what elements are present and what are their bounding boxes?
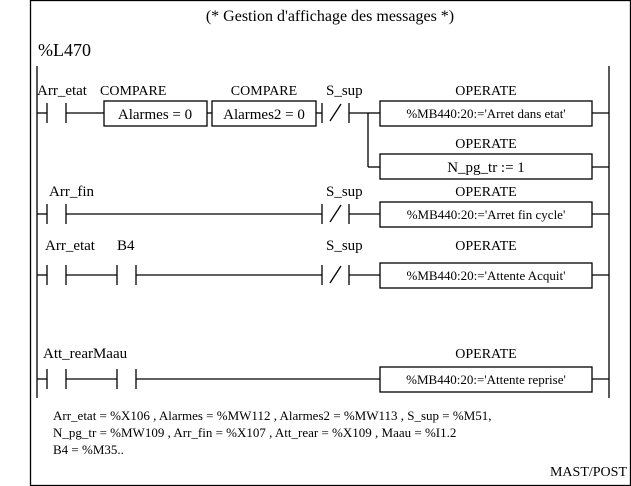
- contact-att-rear-maau-label: Att_rearMaau: [43, 346, 128, 362]
- compare2-title: COMPARE: [231, 84, 297, 99]
- operate3-expression: %MB440:20:='Arret fin cycle': [407, 207, 566, 222]
- operate3-title: OPERATE: [455, 185, 516, 200]
- rung-label: %L470: [38, 40, 91, 60]
- legend-line-3: B4 = %M35..: [53, 442, 124, 457]
- rung-4: [37, 366, 609, 393]
- ncontact-s-sup-label-2: S_sup: [326, 184, 363, 200]
- operate5-expression: %MB440:20:='Attente reprise': [406, 372, 566, 387]
- compare1-expression: Alarmes = 0: [118, 107, 192, 123]
- section-comment: (* Gestion d'affichage des messages *): [206, 8, 454, 25]
- rung-1: [37, 100, 609, 180]
- ncontact-s-sup-label-1: S_sup: [326, 83, 363, 99]
- operate5-title: OPERATE: [455, 347, 516, 362]
- legend-line-2: N_pg_tr = %MW109 , Arr_fin = %X107 , Att…: [53, 425, 456, 440]
- contact-arr-fin-label: Arr_fin: [49, 184, 94, 200]
- operate1-title: OPERATE: [455, 84, 516, 99]
- operate4-title: OPERATE: [455, 239, 516, 254]
- contact-arr-etat-label-2: Arr_etat: [45, 238, 96, 254]
- contact-b4-label: B4: [117, 238, 135, 254]
- operate4-expression: %MB440:20:='Attente Acquit': [407, 268, 566, 283]
- ncontact-s-sup-label-3: S_sup: [326, 238, 363, 254]
- rung-3: [37, 262, 609, 289]
- compare2-expression: Alarmes2 = 0: [223, 107, 305, 123]
- compare1-title: COMPARE: [100, 84, 166, 99]
- operate2-expression: N_pg_tr := 1: [447, 160, 525, 176]
- contact-arr-etat-label: Arr_etat: [37, 83, 88, 99]
- rung-2: [37, 201, 609, 228]
- legend-line-1: Arr_etat = %X106 , Alarmes = %MW112 , Al…: [53, 408, 492, 423]
- section-name: MAST/POST: [550, 465, 627, 480]
- operate1-expression: %MB440:20:='Arret dans etat': [406, 106, 565, 121]
- operate2-title: OPERATE: [455, 137, 516, 152]
